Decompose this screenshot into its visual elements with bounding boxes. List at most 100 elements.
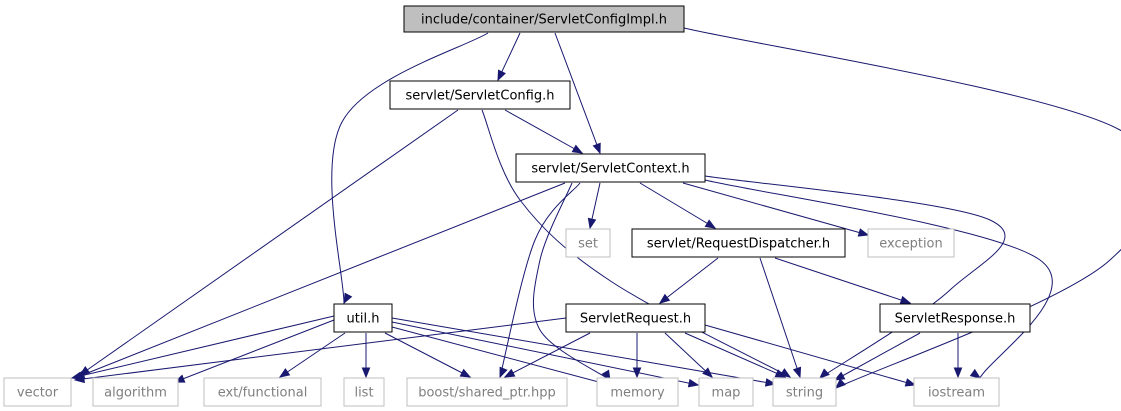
edge-arrowhead xyxy=(592,142,601,155)
edge-arrowhead xyxy=(857,228,870,237)
node-box xyxy=(867,228,955,258)
edge-servletcontext-to-iostream xyxy=(704,179,1053,379)
edge-servletcontext-to-string xyxy=(704,175,1006,379)
edge-root-to-servletcontext xyxy=(554,32,601,155)
node-label: servlet/ServletConfig.h xyxy=(406,89,555,104)
edge-line xyxy=(683,27,1121,389)
node-label: map xyxy=(712,386,741,401)
edge-line xyxy=(704,175,1006,379)
edge-line xyxy=(504,109,583,154)
edge-servletrequest-to-string xyxy=(684,332,787,378)
node-box xyxy=(913,377,1000,407)
node-string: string xyxy=(772,377,837,407)
node-requestdispatcher[interactable]: servlet/RequestDispatcher.h xyxy=(631,228,846,258)
edge-line xyxy=(554,32,601,154)
node-box xyxy=(92,377,179,407)
edge-root-to-string xyxy=(683,27,1121,389)
edge-arrowhead xyxy=(774,369,787,378)
edge-line xyxy=(532,182,611,381)
edges-layer xyxy=(70,27,1121,389)
edge-servletcontext-to-set xyxy=(587,182,601,230)
edge-line xyxy=(759,257,801,378)
node-label: memory xyxy=(610,386,665,401)
edge-line xyxy=(774,257,911,304)
edge-servletcontext-to-exception xyxy=(682,182,870,237)
node-box[interactable] xyxy=(333,303,393,333)
node-label: set xyxy=(578,237,598,252)
node-box[interactable] xyxy=(631,228,846,258)
node-map: map xyxy=(698,377,754,407)
node-label: servlet/RequestDispatcher.h xyxy=(647,237,830,252)
node-servletrequest[interactable]: ServletRequest.h xyxy=(565,303,706,333)
edge-arrowhead xyxy=(792,366,802,379)
edge-line xyxy=(79,109,459,376)
edge-line xyxy=(664,332,713,378)
node-utilh[interactable]: util.h xyxy=(333,303,393,333)
edge-arrowhead xyxy=(904,378,917,387)
node-label: iostream xyxy=(928,386,985,401)
edge-servletcontext-to-requestdispatcher xyxy=(639,182,717,229)
node-iostream: iostream xyxy=(913,377,1000,407)
edge-line xyxy=(74,182,566,379)
node-label: algorithm xyxy=(104,386,167,401)
edge-utilh-to-list xyxy=(361,333,371,379)
edge-utilh-to-functional xyxy=(278,332,346,378)
edge-line xyxy=(504,332,591,378)
edge-arrowhead xyxy=(702,367,713,378)
node-sharedptr: boost/shared_ptr.hpp xyxy=(406,377,568,407)
edge-servletrequest-to-vector xyxy=(73,317,567,384)
edge-arrowhead xyxy=(704,219,717,229)
edge-arrowhead xyxy=(459,368,472,378)
node-label: exception xyxy=(879,237,943,252)
edge-line xyxy=(659,257,719,304)
node-box xyxy=(203,377,322,407)
node-label: ServletResponse.h xyxy=(895,312,1016,327)
edge-arrowhead xyxy=(819,368,830,379)
edge-arrowhead xyxy=(835,378,846,389)
edge-servletresponse-to-string xyxy=(833,332,921,381)
edge-line xyxy=(639,182,716,229)
node-root[interactable]: include/container/ServletConfigImpl.h xyxy=(403,5,685,33)
edge-requestdispatcher-to-servletresponse xyxy=(774,257,912,305)
node-box xyxy=(596,377,679,407)
edge-servletrequest-to-iostream xyxy=(704,324,917,387)
edge-arrowhead xyxy=(899,295,912,305)
edge-line xyxy=(704,324,916,386)
node-box[interactable] xyxy=(515,153,706,183)
node-label: vector xyxy=(17,386,59,401)
edge-requestdispatcher-to-servletrequest xyxy=(658,257,719,304)
edge-line xyxy=(71,315,335,379)
edge-servletconfig-to-servletcontext xyxy=(504,109,584,154)
edge-arrowhead xyxy=(278,368,291,378)
node-label: servlet/ServletContext.h xyxy=(531,162,689,177)
edge-utilh-to-map xyxy=(391,321,700,388)
edge-line xyxy=(682,182,869,236)
node-box[interactable] xyxy=(879,303,1031,333)
edge-utilh-to-algorithm xyxy=(173,319,335,383)
node-box xyxy=(3,377,72,407)
node-label: string xyxy=(786,386,823,401)
edge-line xyxy=(684,332,786,378)
edge-arrowhead xyxy=(361,367,371,379)
node-box[interactable] xyxy=(389,80,571,110)
node-servletcontext[interactable]: servlet/ServletContext.h xyxy=(515,153,706,183)
edge-servletcontext-to-sharedptr xyxy=(499,182,581,379)
node-label: ServletRequest.h xyxy=(580,312,691,327)
edge-line xyxy=(174,319,335,383)
node-box[interactable] xyxy=(565,303,706,333)
edge-servletrequest-to-memory xyxy=(632,333,642,379)
node-exception: exception xyxy=(867,228,955,258)
node-servletconfig[interactable]: servlet/ServletConfig.h xyxy=(389,80,571,110)
node-box[interactable] xyxy=(403,5,685,33)
edge-requestdispatcher-to-string xyxy=(759,257,802,379)
edge-line xyxy=(391,317,776,385)
edge-line xyxy=(384,332,471,378)
node-box xyxy=(772,377,837,407)
node-box xyxy=(343,377,385,407)
edge-arrowhead xyxy=(503,368,516,378)
node-list: list xyxy=(343,377,385,407)
node-servletresponse[interactable]: ServletResponse.h xyxy=(879,303,1031,333)
node-label: ext/functional xyxy=(218,386,308,401)
edge-arrowhead xyxy=(687,378,700,388)
